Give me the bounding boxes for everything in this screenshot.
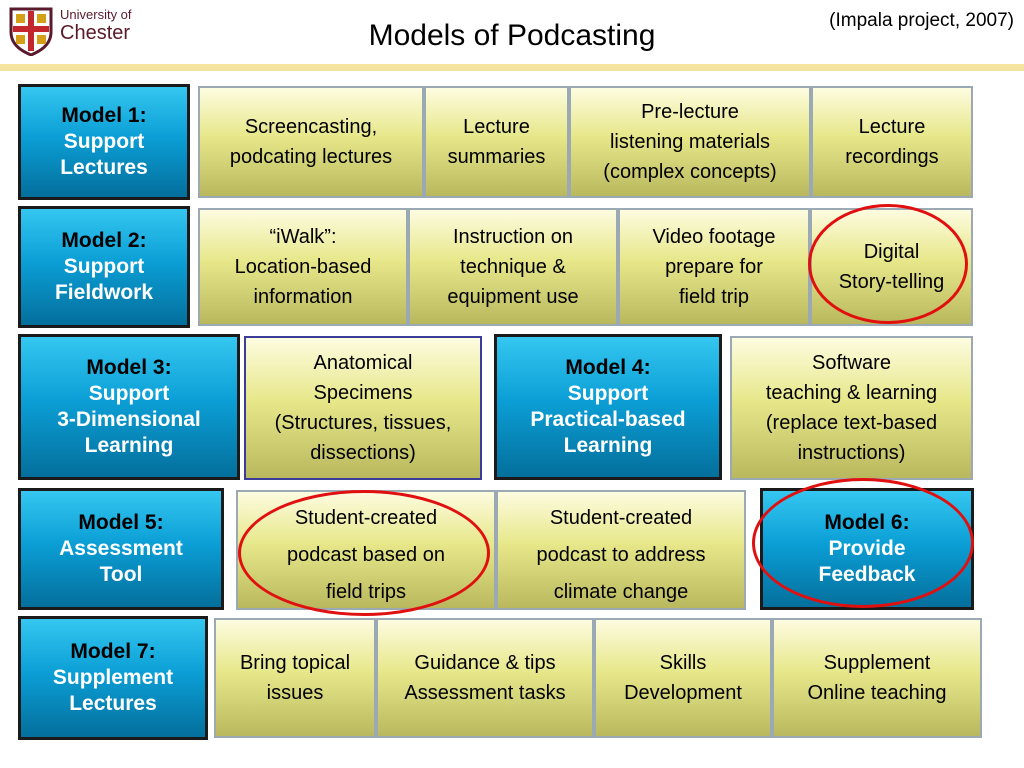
citation: (Impala project, 2007) <box>829 10 1014 31</box>
cell-guidance: Guidance & tips Assessment tasks <box>376 618 594 738</box>
cell-pre-lecture: Pre-lecture listening materials (complex… <box>569 86 811 198</box>
model-6-label: Model 6: <box>824 511 910 534</box>
model-5-line-2: Assessment <box>59 537 183 560</box>
cell-text: Supplement Online teaching <box>807 652 947 704</box>
model-3-line-3: 3-Dimensional <box>57 408 201 431</box>
cell-digital-story: Digital Story-telling <box>810 208 973 326</box>
model-2-box: Model 2: Support Fieldwork <box>18 206 190 328</box>
logo-line-2: Chester <box>60 22 131 44</box>
model-6-box: Model 6: Provide Feedback <box>760 488 974 610</box>
cell-lecture-recordings: Lecture recordings <box>811 86 973 198</box>
cell-text: Anatomical Specimens (Structures, tissue… <box>274 352 452 464</box>
cell-topical-issues: Bring topical issues <box>214 618 376 738</box>
header-divider <box>0 64 1024 71</box>
cell-text: Software teaching & learning (replace te… <box>765 352 938 464</box>
cell-lecture-summaries: Lecture summaries <box>424 86 569 198</box>
model-4-label: Model 4: <box>565 356 651 379</box>
cell-text: Screencasting, podcating lectures <box>229 116 393 168</box>
cell-anatomical: Anatomical Specimens (Structures, tissue… <box>244 336 482 480</box>
cell-text: Digital Story-telling <box>838 241 945 293</box>
cell-student-field-trips: Student-created podcast based on field t… <box>236 490 496 610</box>
cell-software: Software teaching & learning (replace te… <box>730 336 973 480</box>
model-2-label: Model 2: <box>61 229 147 252</box>
cell-instruction: Instruction on technique & equipment use <box>408 208 618 326</box>
cell-text: Lecture recordings <box>845 116 939 168</box>
model-5-box: Model 5: Assessment Tool <box>18 488 224 610</box>
model-6-line-2: Provide <box>828 537 906 560</box>
cell-text: Pre-lecture listening materials (complex… <box>603 101 777 183</box>
cell-supplement-online: Supplement Online teaching <box>772 618 982 738</box>
model-4-line-4: Learning <box>563 434 653 457</box>
model-7-line-3: Lectures <box>69 692 157 715</box>
cell-video-footage: Video footage prepare for field trip <box>618 208 810 326</box>
model-1-label: Model 1: <box>61 104 147 127</box>
cell-text: Instruction on technique & equipment use <box>447 226 579 308</box>
cell-text: Student-created podcast based on field t… <box>287 507 445 603</box>
cell-screencasting: Screencasting, podcating lectures <box>198 86 424 198</box>
cell-text: Student-created podcast to address clima… <box>536 507 706 603</box>
cell-text: Bring topical issues <box>239 652 351 704</box>
cell-iwalk: “iWalk”: Location-based information <box>198 208 408 326</box>
model-7-label: Model 7: <box>70 640 156 663</box>
cell-text: Skills Development <box>624 652 742 704</box>
model-2-line-3: Fieldwork <box>54 281 154 304</box>
cell-text: Lecture summaries <box>447 116 546 168</box>
model-4-line-2: Support <box>567 382 649 405</box>
cell-skills: Skills Development <box>594 618 772 738</box>
model-1-box: Model 1: Support Lectures <box>18 84 190 200</box>
model-3-label: Model 3: <box>86 356 172 379</box>
cell-text: “iWalk”: Location-based information <box>234 226 372 308</box>
model-6-line-3: Feedback <box>818 563 916 586</box>
crest-icon <box>9 7 53 57</box>
model-3-line-4: Learning <box>84 434 174 457</box>
model-2-line-2: Support <box>63 255 145 278</box>
cell-text: Video footage prepare for field trip <box>652 226 776 308</box>
model-3-box: Model 3: Support 3-Dimensional Learning <box>18 334 240 480</box>
model-1-line-2: Support <box>63 130 145 153</box>
model-5-line-3: Tool <box>99 563 143 586</box>
cell-text: Guidance & tips Assessment tasks <box>404 652 566 704</box>
model-7-line-2: Supplement <box>52 666 174 689</box>
cell-student-climate: Student-created podcast to address clima… <box>496 490 746 610</box>
page-title: Models of Podcasting <box>368 19 656 52</box>
model-1-line-3: Lectures <box>60 156 148 179</box>
logo-line-1: University of <box>60 7 132 22</box>
model-5-label: Model 5: <box>78 511 164 534</box>
model-4-line-3: Practical-based <box>530 408 686 431</box>
model-4-box: Model 4: Support Practical-based Learnin… <box>494 334 722 480</box>
model-7-box: Model 7: Supplement Lectures <box>18 616 208 740</box>
model-3-line-2: Support <box>88 382 170 405</box>
university-logo: University of Chester <box>8 6 148 58</box>
